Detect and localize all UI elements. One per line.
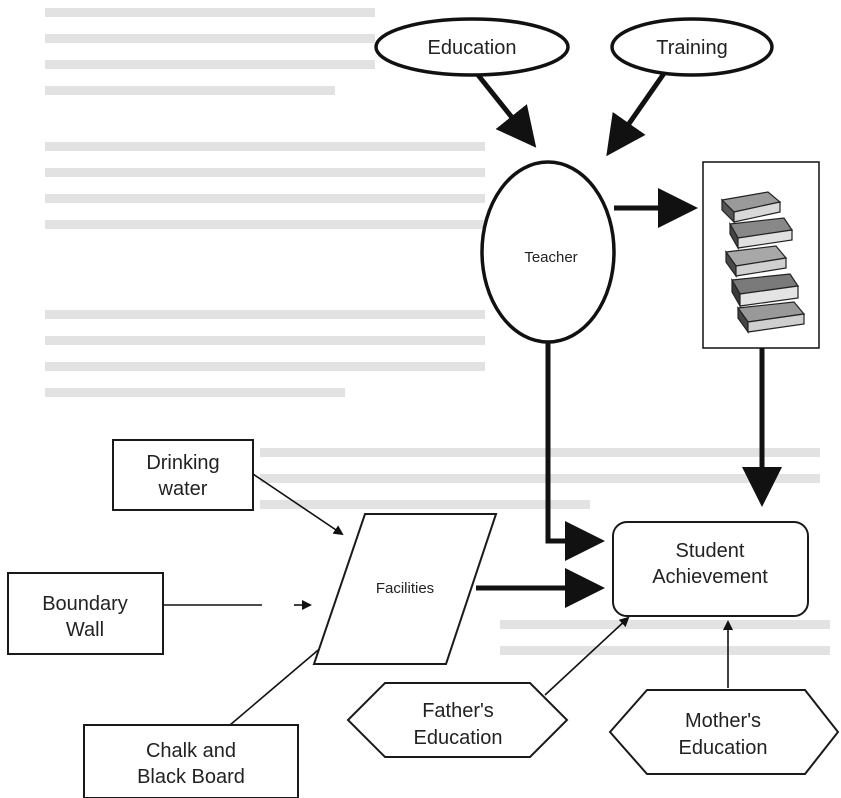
- node-teacher: Teacher: [480, 160, 616, 344]
- node-facilities: Facilities: [312, 513, 498, 665]
- chalk-board-label-2: Black Board: [137, 766, 245, 788]
- arrow-water-facilities: [252, 473, 344, 536]
- node-training: Training: [610, 17, 774, 77]
- teacher-label: Teacher: [524, 249, 577, 266]
- arrow-training-teacher: [606, 70, 668, 157]
- boundary-wall-label-1: Boundary: [42, 593, 128, 615]
- student-achievement-label-1: Student: [676, 540, 745, 562]
- mothers-education-label-1: Mother's: [685, 710, 761, 732]
- node-fathers-education: Father's Education: [346, 682, 569, 758]
- node-student-achievement: Student Achievement: [612, 521, 809, 617]
- drinking-water-label-1: Drinking: [146, 452, 219, 474]
- node-mothers-education: Mother's Education: [608, 689, 840, 775]
- training-label: Training: [656, 37, 728, 59]
- mothers-education-label-2: Education: [679, 737, 768, 759]
- books-stack-icon: [720, 191, 806, 334]
- student-achievement-label-2: Achievement: [652, 566, 768, 588]
- fathers-education-label-2: Education: [414, 727, 503, 749]
- node-education: Education: [374, 17, 570, 77]
- arrow-teacher-student: [545, 330, 605, 561]
- arrow-father-student: [544, 616, 630, 696]
- drinking-water-label-2: water: [158, 478, 208, 500]
- connectors: [163, 70, 782, 726]
- boundary-wall-label-2: Wall: [66, 619, 104, 641]
- node-chalk-board: Chalk and Black Board: [83, 724, 299, 798]
- education-label: Education: [428, 37, 517, 59]
- node-drinking-water: Drinking water: [112, 439, 254, 511]
- chalk-board-label-1: Chalk and: [146, 740, 236, 762]
- books-image: [702, 161, 820, 349]
- ghost-text-block: [45, 8, 830, 655]
- node-boundary-wall: Boundary Wall: [7, 572, 164, 655]
- fathers-education-label-1: Father's: [422, 700, 494, 722]
- facilities-label: Facilities: [376, 580, 434, 597]
- arrow-chalk-facilities: [229, 638, 332, 726]
- arrow-education-teacher: [476, 73, 537, 148]
